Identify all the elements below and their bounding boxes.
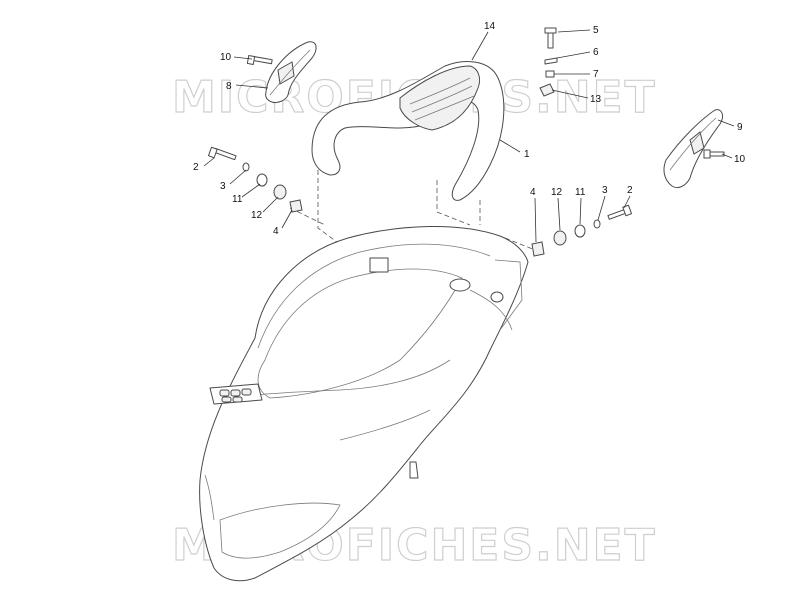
clip-13 bbox=[539, 83, 555, 97]
callout-4-right: 4 bbox=[530, 187, 536, 198]
callout-labels: 14 5 6 7 13 10 8 1 9 10 2 3 11 12 4 4 12… bbox=[193, 21, 746, 237]
callout-3-left: 3 bbox=[220, 181, 226, 192]
callout-3-right: 3 bbox=[602, 185, 608, 196]
grab-rail-handle bbox=[311, 61, 505, 201]
callout-2-left: 2 bbox=[193, 162, 199, 173]
screw-5 bbox=[544, 27, 557, 49]
callout-1: 1 bbox=[524, 149, 530, 160]
clip-4-right bbox=[531, 241, 545, 257]
callout-4-left: 4 bbox=[273, 226, 279, 237]
callout-6: 6 bbox=[593, 47, 599, 58]
callout-9: 9 bbox=[737, 122, 743, 133]
callout-13: 13 bbox=[590, 94, 602, 105]
callout-2-right: 2 bbox=[627, 185, 633, 196]
screw-10-right bbox=[703, 149, 725, 159]
right-side-handle bbox=[663, 109, 723, 189]
spring-6 bbox=[544, 57, 558, 65]
callout-5: 5 bbox=[593, 25, 599, 36]
spacer-11-right bbox=[574, 224, 586, 238]
screw-2-right bbox=[607, 204, 633, 220]
left-side-handle bbox=[265, 41, 317, 103]
washer-3-right bbox=[593, 219, 601, 229]
callout-7: 7 bbox=[593, 69, 599, 80]
rear-body-fairing bbox=[199, 225, 529, 582]
callout-11-left: 11 bbox=[232, 194, 243, 205]
callout-10-right: 10 bbox=[734, 154, 746, 165]
spacer-7 bbox=[545, 70, 555, 78]
callout-12-right: 12 bbox=[551, 187, 563, 198]
callout-8: 8 bbox=[226, 81, 232, 92]
callout-12-left: 12 bbox=[251, 210, 263, 221]
callout-14: 14 bbox=[484, 21, 496, 32]
screw-2-left bbox=[207, 146, 237, 161]
clip-4-left bbox=[289, 199, 303, 213]
washer-3-left bbox=[242, 162, 250, 172]
spacer-11-left bbox=[256, 173, 268, 187]
leader-lines bbox=[203, 29, 735, 243]
grommet-12-left bbox=[273, 184, 287, 200]
grommet-12-right bbox=[553, 230, 567, 246]
tail-light-cluster bbox=[209, 383, 263, 405]
assembly-guide-lines bbox=[289, 170, 541, 253]
callout-11-right: 11 bbox=[575, 187, 586, 198]
screw-10-top bbox=[246, 55, 273, 65]
callout-10-top: 10 bbox=[220, 52, 232, 63]
